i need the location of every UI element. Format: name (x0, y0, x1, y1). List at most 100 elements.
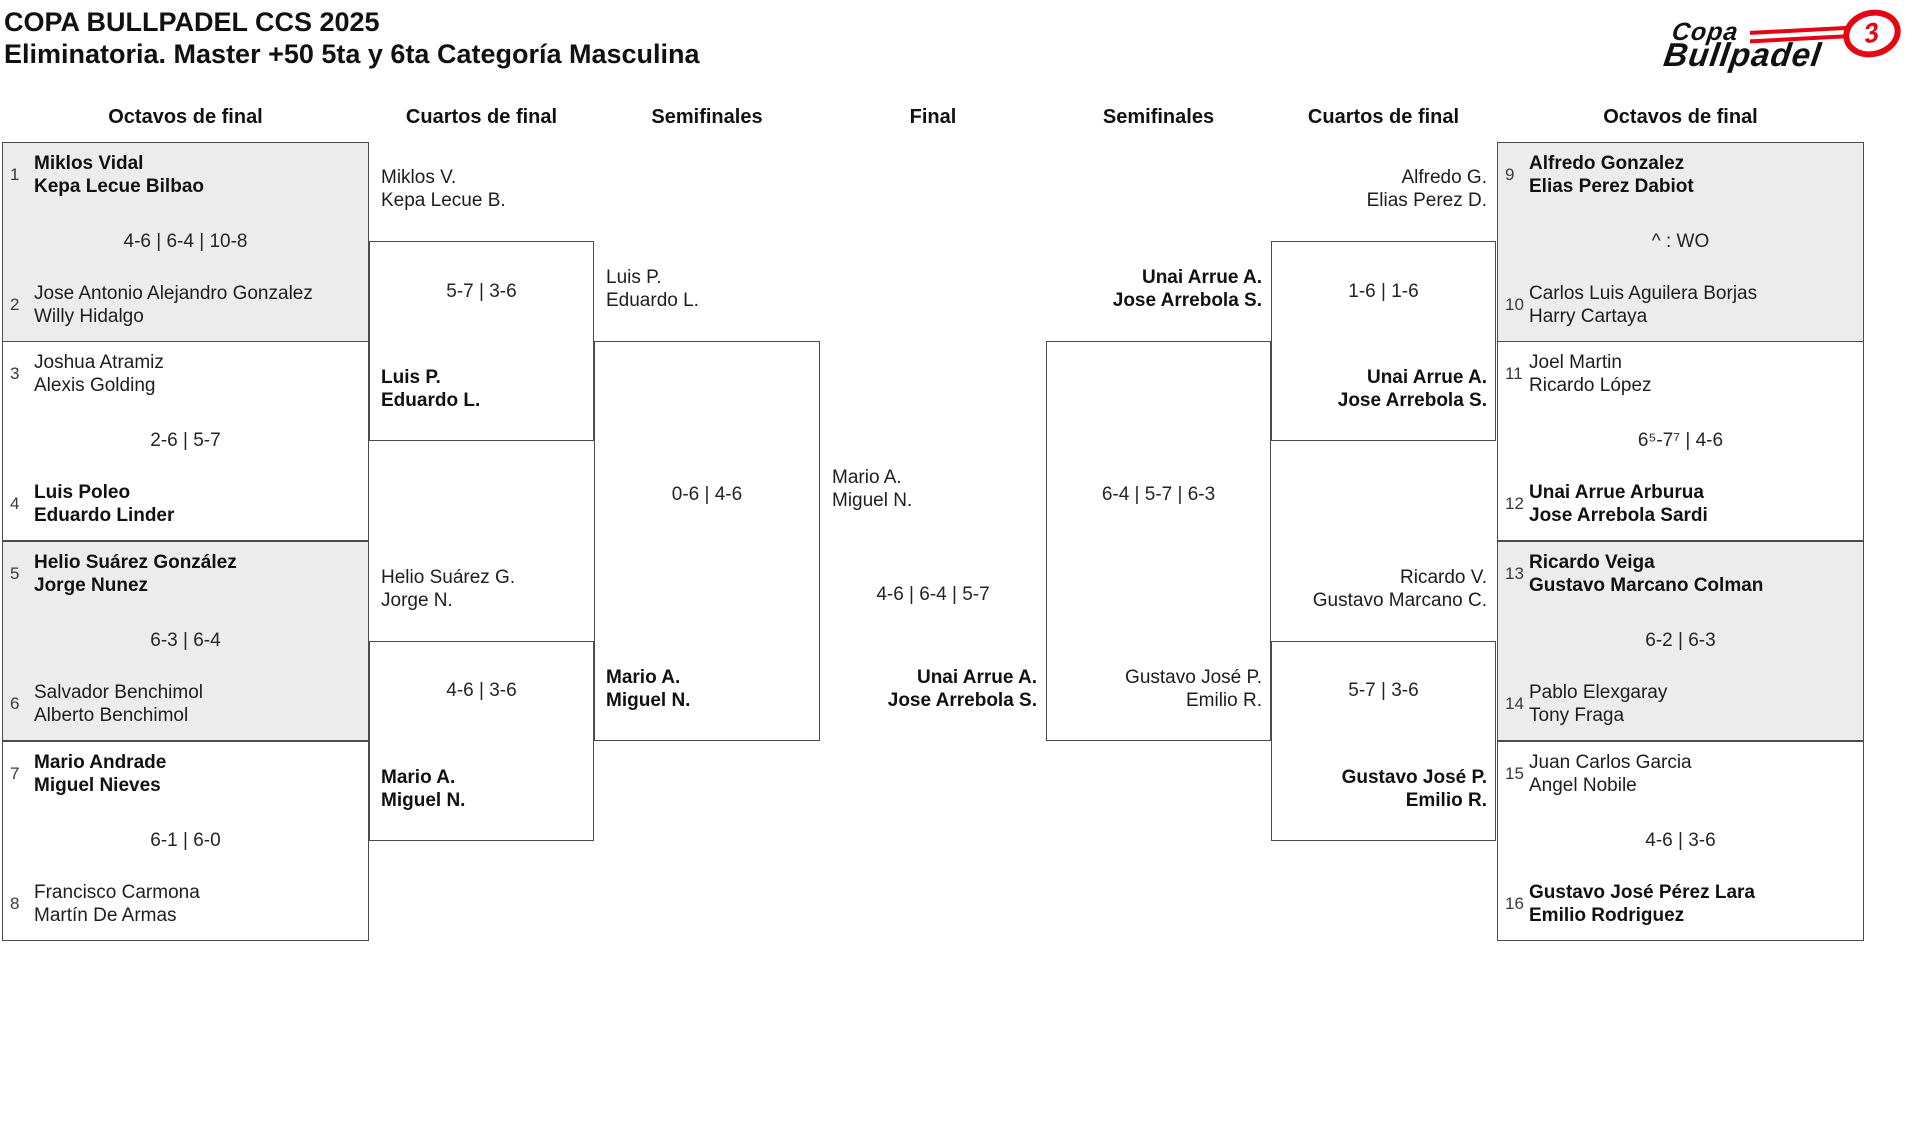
match-score: 2-6 | 5-7 (150, 430, 221, 451)
seed-number: 11 (1505, 364, 1523, 383)
match-score: 6-2 | 6-3 (1645, 630, 1716, 651)
player-name: Pablo Elexgaray (1529, 682, 1668, 703)
player-name: Jose Arrebola S. (1337, 390, 1487, 411)
team-pair: Jose Antonio Alejandro Gonzalez Willy Hi… (34, 282, 313, 328)
player-name: Unai Arrue A. (916, 667, 1037, 688)
column-header-final: Final (909, 106, 957, 128)
bracket-connector-qf1 (369, 241, 594, 441)
team-label-qf3-bottom: Unai Arrue A. Jose Arrebola S. (1338, 366, 1487, 412)
player-name: Emilio R. (1405, 790, 1487, 811)
player-name: Luis P. (606, 267, 662, 288)
team-pair: Luis Poleo Eduardo Linder (34, 481, 174, 527)
player-name: Mario A. (832, 467, 902, 488)
team-pair: Unai Arrue Arburua Jose Arrebola Sardi (1529, 481, 1708, 527)
seed-number: 1 (10, 165, 20, 184)
player-name: Willy Hidalgo (34, 306, 144, 327)
player-name: Elias Perez Dabiot (1529, 176, 1694, 197)
player-name: Harry Cartaya (1529, 306, 1648, 327)
player-name: Unai Arrue Arburua (1529, 482, 1704, 503)
player-name: Unai Arrue A. (1366, 367, 1487, 388)
seed-number: 2 (10, 295, 20, 314)
player-name: Alberto Benchimol (34, 705, 189, 726)
player-name: Luis Poleo (34, 482, 131, 503)
match-score-final: 4-6 | 6-4 | 5-7 (876, 584, 990, 605)
bracket-connector-qf3 (1271, 241, 1496, 441)
player-name: Eduardo L. (381, 390, 481, 411)
player-name: Ricardo V. (1400, 567, 1487, 588)
copa-bullpadel-logo: Copa Bullpadel 3 (1661, 3, 1914, 76)
match-score-qf2: 4-6 | 3-6 (446, 680, 517, 701)
player-name: Gustavo Marcano Colman (1529, 575, 1764, 596)
team-pair: Miklos Vidal Kepa Lecue Bilbao (34, 152, 204, 198)
bracket-connector-qf2 (369, 641, 594, 841)
team-pair: Juan Carlos Garcia Angel Nobile (1529, 751, 1692, 797)
team-label-sf2-top: Unai Arrue A. Jose Arrebola S. (1113, 266, 1262, 312)
player-name: Jose Antonio Alejandro Gonzalez (34, 283, 313, 304)
match-score: 4-6 | 3-6 (1645, 830, 1716, 851)
seed-number: 6 (10, 694, 20, 713)
match-box-r16-8: 15 Juan Carlos Garcia Angel Nobile 4-6 |… (1497, 741, 1864, 941)
player-name: Miguel Nieves (34, 775, 161, 796)
column-header-r16-left: Octavos de final (108, 106, 263, 128)
page-title: COPA BULLPADEL CCS 2025 (4, 7, 380, 37)
seed-number: 5 (10, 564, 20, 583)
team-pair: Francisco Carmona Martín De Armas (34, 881, 200, 927)
seed-number: 13 (1505, 564, 1524, 583)
player-name: Jose Arrebola S. (887, 690, 1037, 711)
player-name: Miguel N. (832, 490, 913, 511)
player-name: Juan Carlos Garcia (1529, 752, 1692, 773)
player-name: Martín De Armas (34, 905, 177, 926)
bracket-connector-sf2 (1046, 341, 1271, 741)
match-score-sf2: 6-4 | 5-7 | 6-3 (1101, 484, 1216, 505)
player-name: Eduardo Linder (34, 505, 175, 526)
seed-number: 7 (10, 764, 20, 783)
player-name: Elias Perez D. (1366, 190, 1487, 211)
team-label-qf3-top: Alfredo G. Elias Perez D. (1367, 166, 1487, 212)
team-pair: Gustavo José Pérez Lara Emilio Rodriguez (1529, 881, 1755, 927)
column-header-qf-right: Cuartos de final (1307, 106, 1460, 128)
player-name: Kepa Lecue Bilbao (34, 176, 204, 197)
match-box-r16-3: 5 Helio Suárez González Jorge Nunez 6-3 … (2, 541, 369, 741)
team-label-qf4-top: Ricardo V. Gustavo Marcano C. (1313, 566, 1487, 612)
column-header-r16-right: Octavos de final (1603, 106, 1758, 128)
column-header-qf-left: Cuartos de final (405, 106, 558, 128)
player-name: Helio Suárez G. (381, 567, 516, 588)
seed-number: 12 (1505, 494, 1524, 513)
match-box-r16-2: 3 Joshua Atramiz Alexis Golding 2-6 | 5-… (2, 341, 369, 541)
player-name: Mario A. (381, 767, 456, 788)
player-name: Alfredo G. (1401, 167, 1487, 188)
match-score: 6-3 | 6-4 (150, 630, 221, 651)
match-box-r16-4: 7 Mario Andrade Miguel Nieves 6-1 | 6-0 … (2, 741, 369, 941)
team-pair: Joshua Atramiz Alexis Golding (34, 351, 164, 397)
player-name: Eduardo L. (606, 290, 699, 311)
team-label-qf2-bottom: Mario A. Miguel N. (381, 766, 465, 812)
player-name: Mario Andrade (34, 752, 167, 773)
team-pair: Salvador Benchimol Alberto Benchimol (34, 681, 203, 727)
team-pair: Joel Martin Ricardo López (1529, 351, 1652, 397)
player-name: Unai Arrue A. (1141, 267, 1262, 288)
seed-number: 9 (1505, 165, 1515, 184)
match-box-r16-1: 1 Miklos Vidal Kepa Lecue Bilbao 4-6 | 6… (2, 142, 369, 342)
match-score: ^ : WO (1651, 231, 1710, 252)
player-name: Gustavo José P. (1125, 667, 1262, 688)
team-label-sf2-bottom: Gustavo José P. Emilio R. (1125, 666, 1262, 712)
team-label-final-right: Unai Arrue A. Jose Arrebola S. (888, 666, 1037, 712)
player-name: Emilio Rodriguez (1529, 905, 1685, 926)
player-name: Miklos Vidal (34, 153, 144, 174)
player-name: Salvador Benchimol (34, 682, 203, 703)
player-name: Carlos Luis Aguilera Borjas (1529, 283, 1758, 304)
player-name: Emilio R. (1185, 690, 1262, 711)
seed-number: 16 (1505, 894, 1524, 913)
match-box-r16-5: 9 Alfredo Gonzalez Elias Perez Dabiot ^ … (1497, 142, 1864, 342)
player-name: Helio Suárez González (34, 552, 237, 573)
player-name: Mario A. (606, 667, 681, 688)
match-box-r16-6: 11 Joel Martin Ricardo López 6⁵-7⁷ | 4-6… (1497, 341, 1864, 541)
player-name: Joshua Atramiz (34, 352, 164, 373)
player-name: Jose Arrebola S. (1112, 290, 1262, 311)
player-name: Joel Martin (1529, 352, 1622, 373)
player-name: Miguel N. (606, 690, 691, 711)
logo-b-mark: 3 (1862, 16, 1882, 50)
seed-number: 3 (10, 364, 20, 383)
column-header-sf-right: Semifinales (1102, 106, 1215, 128)
player-name: Jorge N. (381, 590, 453, 611)
